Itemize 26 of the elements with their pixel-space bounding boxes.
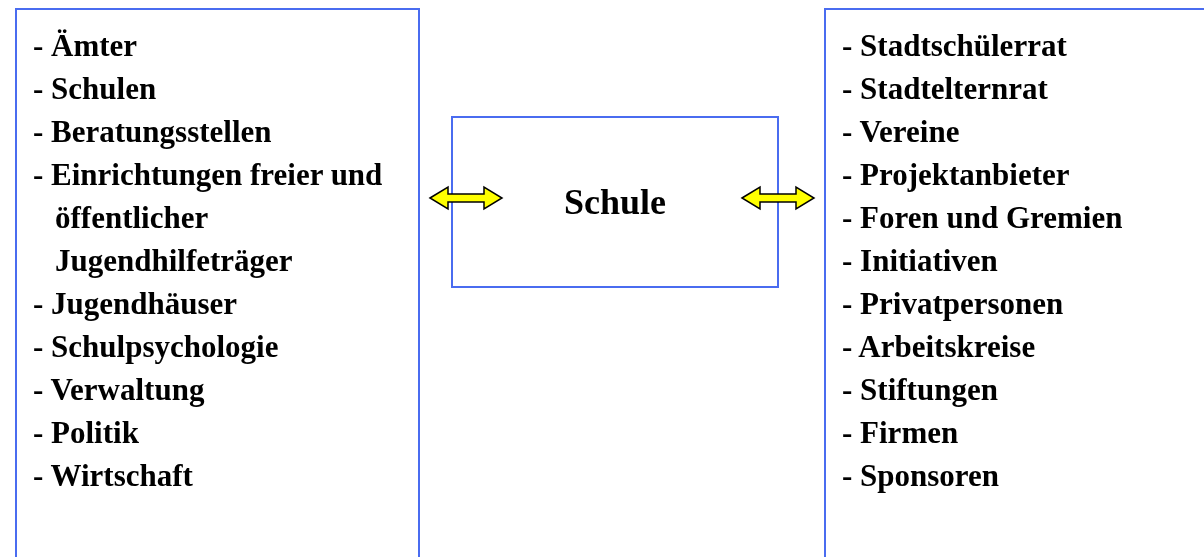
list-item: - Stadtelternrat [842,70,1049,108]
list-item: - Beratungsstellen [33,113,273,151]
process-box [451,116,779,288]
double-arrow [740,185,816,211]
list-item: - Jugendhäuser [33,285,239,323]
list-panel [824,8,1204,557]
list-item: - Schulen [33,70,158,108]
list-item: - Arbeitskreise [842,328,1037,366]
box-label: Schule [564,181,666,223]
list-item: - Stadtschülerrat [842,27,1068,65]
list-panel [15,8,420,557]
list-item: - Schulpsychologie [33,328,280,366]
list-item: - Initiativen [842,242,999,280]
double-arrow [428,185,504,211]
list-item: - Sponsoren [842,457,1001,495]
list-item: - Politik [33,414,140,452]
list-item: - Privatpersonen [842,285,1065,323]
list-item: - Verwaltung [33,371,206,409]
list-item: - Ämter [33,27,139,65]
list-item: - Projektanbieter [842,156,1071,194]
list-item: - Vereine [842,113,961,151]
list-item: - Firmen [842,414,960,452]
list-item: - Wirtschaft [33,457,194,495]
list-item: - Foren und Gremien [842,199,1124,237]
list-item: - Stiftungen [842,371,999,409]
list-item: - Einrichtungen freier und öffentlicher Jugendhilfeträger [33,156,384,280]
